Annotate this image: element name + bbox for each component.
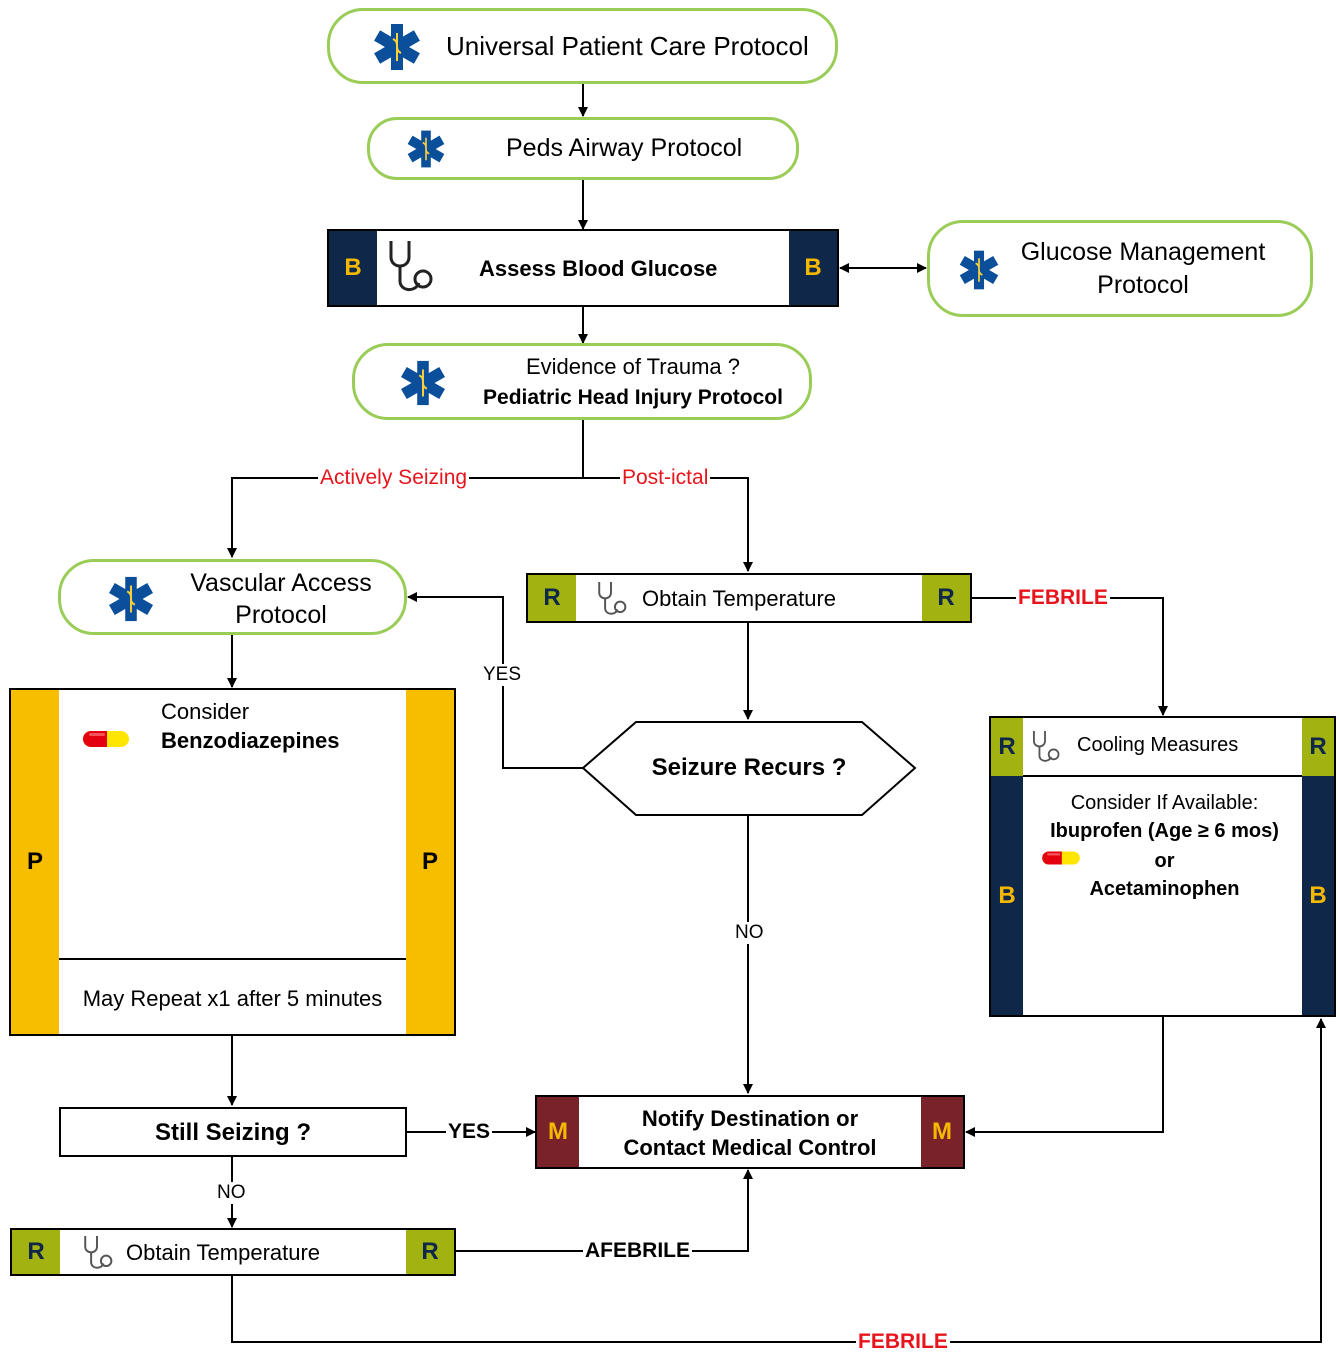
badge-b-left: B (329, 231, 377, 305)
star-of-life-icon (108, 576, 154, 622)
star-of-life-icon (374, 24, 420, 70)
benzodiazepines-label: Benzodiazepines (161, 728, 340, 753)
label-post-ictal: Post-ictal (620, 466, 711, 490)
evidence-of-trauma-node[interactable]: Evidence of Trauma ? Pediatric Head Inju… (352, 343, 812, 420)
star-of-life-icon (407, 130, 445, 168)
label-yes-recurs: YES (481, 664, 524, 686)
trauma-question: Evidence of Trauma ? (525, 354, 740, 379)
badge-b-right: B (789, 231, 837, 305)
badge-r-cooling-left: R (991, 718, 1023, 776)
label-afebrile: AFEBRILE (583, 1239, 692, 1263)
consider-available-label: Consider If Available: (1070, 792, 1259, 814)
still-seizing-node[interactable]: Still Seizing ? (59, 1107, 407, 1157)
repeat-label: May Repeat x1 after 5 minutes (82, 986, 383, 1011)
glucose-mgmt-line2: Protocol (1097, 271, 1189, 299)
glucose-management-node[interactable]: Glucose Management Protocol (927, 220, 1313, 317)
notify-destination-node[interactable]: M M Notify Destination or Contact Medica… (535, 1095, 965, 1169)
badge-r-bottom-left: R (12, 1230, 60, 1274)
star-of-life-icon (400, 360, 446, 406)
vascular-access-node[interactable]: Vascular Access Protocol (58, 559, 407, 635)
notify-line1: Notify Destination or (641, 1106, 859, 1131)
badge-b-cooling-left: B (991, 776, 1023, 1015)
vascular-line1: Vascular Access (190, 569, 372, 597)
temp-top-label: Obtain Temperature (642, 586, 837, 611)
acetaminophen-label: Acetaminophen (1089, 878, 1240, 900)
glucose-mgmt-line1: Glucose Management (1020, 238, 1266, 266)
consider-label: Consider (161, 699, 250, 724)
pill-capsule-icon (1042, 851, 1080, 865)
label-no-recurs: NO (733, 922, 766, 944)
badge-p-right: P (406, 690, 454, 1034)
badge-b-cooling-right: B (1302, 776, 1334, 1015)
head-injury-label: Pediatric Head Injury Protocol (483, 386, 783, 409)
badge-m-right: M (921, 1097, 963, 1167)
badge-m-left: M (537, 1097, 579, 1167)
edge-cooling-notify (965, 1017, 1164, 1137)
stethoscope-icon (389, 241, 433, 291)
notify-line2: Contact Medical Control (623, 1135, 877, 1160)
still-seizing-label: Still Seizing ? (154, 1119, 311, 1146)
star-of-life-icon (959, 250, 999, 290)
edge-febrile-top (972, 597, 1168, 716)
or-label: or (1154, 850, 1175, 872)
edge-post-ictal (583, 477, 753, 572)
glucose-label: Assess Blood Glucose (479, 256, 718, 281)
universal-label: Universal Patient Care Protocol (446, 31, 809, 61)
badge-r-left: R (528, 575, 576, 621)
benzodiazepines-node[interactable]: P P Consider Benzodiazepines May Repeat … (9, 688, 456, 1036)
label-actively-seizing: Actively Seizing (318, 466, 470, 490)
ibuprofen-label: Ibuprofen (Age ≥ 6 mos) (1050, 820, 1279, 842)
label-yes-still: YES (446, 1120, 493, 1144)
seizure-recurs-hexagon (581, 721, 917, 816)
seizure-recurs-label[interactable]: Seizure Recurs ? (651, 754, 847, 781)
vascular-line2: Protocol (235, 601, 327, 629)
airway-label: Peds Airway Protocol (506, 134, 743, 162)
obtain-temperature-top-node[interactable]: R Obtain Temperature R (526, 573, 972, 623)
edge-afebrile (456, 1169, 753, 1252)
universal-patient-care-node[interactable]: Universal Patient Care Protocol (327, 8, 838, 84)
obtain-temperature-bottom-node[interactable]: R Obtain Temperature R (10, 1228, 456, 1276)
label-febrile-bottom: FEBRILE (856, 1330, 950, 1354)
badge-r-cooling-right: R (1302, 718, 1334, 776)
stethoscope-icon (1033, 731, 1060, 762)
cooling-measures-node[interactable]: R R B B Cooling Measures Consider If Ava… (989, 716, 1336, 1017)
assess-blood-glucose-node[interactable]: B Assess Blood Glucose B (327, 229, 839, 307)
edge-febrile-bottom (231, 1018, 1326, 1343)
badge-r-right: R (922, 575, 970, 621)
peds-airway-node[interactable]: Peds Airway Protocol (367, 117, 799, 180)
label-febrile-top: FEBRILE (1016, 586, 1110, 610)
pill-capsule-icon (83, 731, 129, 747)
badge-p-left: P (11, 690, 59, 1034)
temp-bottom-label: Obtain Temperature (126, 1240, 321, 1265)
cooling-label: Cooling Measures (1077, 734, 1239, 756)
benzo-divider (59, 958, 406, 960)
stethoscope-icon (598, 582, 627, 615)
label-no-still: NO (215, 1182, 248, 1204)
cooling-divider (1023, 775, 1302, 777)
badge-r-bottom-right: R (406, 1230, 454, 1274)
stethoscope-icon (84, 1236, 113, 1269)
